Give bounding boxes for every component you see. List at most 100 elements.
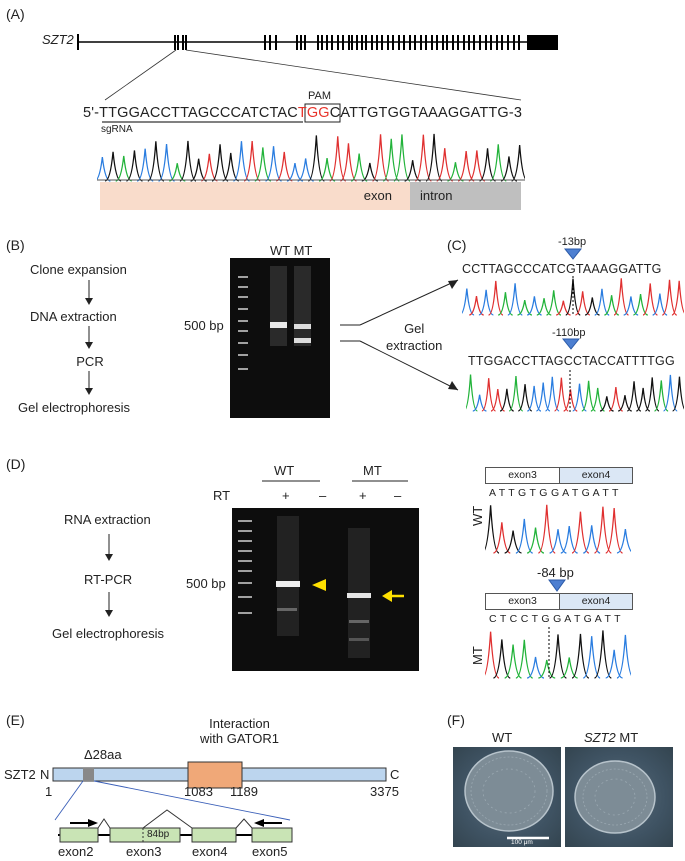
deletion-13bp: -13bp — [558, 236, 587, 248]
trace-peak — [350, 153, 368, 182]
trace-peak — [493, 522, 511, 554]
workflow-arrows-b — [85, 280, 93, 395]
step-dna-extraction: DNA extraction — [30, 309, 117, 324]
trace-peak — [672, 376, 684, 412]
trace-peak — [393, 134, 411, 182]
gel-lanes-label: WT MT — [270, 243, 313, 258]
trace-peak — [276, 151, 293, 182]
trace-peak — [466, 374, 478, 412]
interaction-line1: Interaction — [209, 716, 270, 731]
trace-peak — [243, 140, 261, 182]
dna-gel-image — [230, 258, 330, 418]
protein-domain-diagram — [52, 761, 387, 843]
trace-peak — [104, 151, 122, 182]
trace-peak — [361, 162, 379, 182]
mt-sequence-panel: exon3 exon4 C T C C T G G A T G A T T — [485, 593, 633, 683]
side-label-mt: MT — [470, 646, 485, 665]
chromatogram-c2 — [466, 370, 684, 412]
marker-500bp-d: 500 bp — [186, 576, 226, 591]
c-terminus: C — [390, 767, 400, 782]
wt-colony-image: 100 μm — [453, 747, 561, 847]
trace-peak — [608, 386, 623, 412]
wt-label-d: WT — [274, 463, 295, 478]
gel-extraction-line2: extraction — [386, 338, 443, 353]
pos-1189: 1189 — [230, 784, 258, 799]
mt-seq-text: C T C C T G G A T G A T T — [489, 613, 621, 625]
bp-84-label: 84bp — [147, 829, 170, 840]
mt-label-d: MT — [363, 463, 382, 478]
deletion-marker-1 — [564, 248, 582, 260]
mt-colony-image — [565, 747, 673, 847]
trace-peak — [233, 141, 250, 182]
trace-peak — [616, 634, 631, 679]
mt-exon4-box: exon4 — [559, 593, 633, 610]
seq-prefix: 5'- — [83, 105, 100, 121]
trace-peak — [663, 374, 678, 412]
pam-label: PAM — [308, 90, 332, 102]
wt-seq-text: A T T G T G G A T G A T T — [489, 487, 619, 499]
trace-peak — [581, 380, 596, 412]
trace-peak — [582, 636, 601, 679]
trace-peak — [179, 140, 197, 182]
trace-peak — [549, 634, 567, 679]
trace-peak — [594, 630, 612, 679]
exon2-label: exon2 — [58, 844, 94, 859]
trace-peak — [329, 136, 347, 182]
trace-peak — [158, 143, 175, 182]
deletion-28aa: Δ28aa — [84, 747, 122, 762]
mt-label-f: SZT2 MT — [584, 730, 638, 745]
exon5-label: exon5 — [252, 844, 288, 859]
trace-peak — [126, 150, 143, 182]
trace-peak — [511, 145, 525, 182]
wt-exon3-box: exon3 — [485, 467, 560, 484]
panel-c-label: (C) — [447, 237, 467, 253]
group-lines-d — [262, 480, 408, 482]
trace-peak — [662, 279, 678, 316]
mt-gene-italic: SZT2 — [584, 730, 616, 745]
trace-peak — [571, 511, 590, 554]
mt-exon3-box: exon3 — [485, 593, 560, 610]
step-pcr: PCR — [76, 354, 104, 369]
trace-peak — [545, 376, 560, 412]
sequence-c1: CCTTAGCCCATCGTAAAGGATTG — [462, 262, 662, 276]
trace-peak — [645, 377, 660, 412]
step-gel-electrophoresis-d: Gel electrophoresis — [52, 626, 164, 641]
trace-peak — [538, 659, 556, 679]
panel-f-label: (F) — [447, 712, 465, 728]
workflow-arrows-d — [105, 534, 113, 617]
sequence-c2: TTGGACCTTAGCCTACCATTTTGG — [468, 354, 675, 368]
trace-peak — [590, 387, 605, 412]
trace-peak — [626, 381, 642, 412]
panel-b-label: (B) — [6, 237, 25, 253]
gene-name: SZT2 — [42, 32, 74, 47]
trace-peak — [488, 280, 504, 316]
trace-peak — [526, 296, 542, 316]
panel-e-label: (E) — [6, 712, 25, 728]
trace-peak — [554, 377, 569, 412]
trace-peak — [457, 151, 475, 182]
seq-suffix: CATTGTGGTAAAGGATTG-3 — [329, 105, 523, 121]
trace-peak — [382, 138, 400, 182]
exon3-label: exon3 — [126, 844, 162, 859]
step-gel-electrophoresis: Gel electrophoresis — [18, 400, 130, 415]
step-rt-pcr: RT-PCR — [84, 572, 133, 587]
pos-start: 1 — [45, 784, 53, 799]
trace-peak — [616, 528, 631, 554]
scale-bar-label: 100 μm — [511, 839, 533, 846]
trace-peak — [489, 144, 507, 182]
trace-peak — [340, 143, 357, 182]
step-clone-expansion: Clone expansion — [30, 262, 127, 277]
trace-peak — [308, 135, 325, 182]
trace-peak — [415, 134, 432, 182]
step-rna-extraction: RNA extraction — [64, 512, 151, 527]
deletion-110bp: -110bp — [552, 327, 586, 339]
rt-label: RT — [213, 488, 231, 503]
intron-band-label: intron — [420, 188, 453, 203]
trace-peak — [642, 283, 658, 316]
exon4-label: exon4 — [192, 844, 228, 859]
wt-sequence-panel: exon3 exon4 A T T G T G G A T G A T T — [485, 467, 633, 557]
intron-band: intron — [410, 182, 521, 210]
interaction-label: Interaction with GATOR1 — [200, 716, 279, 746]
trace-peak — [211, 144, 229, 182]
deletion-84bp: -84 bp — [537, 565, 574, 580]
